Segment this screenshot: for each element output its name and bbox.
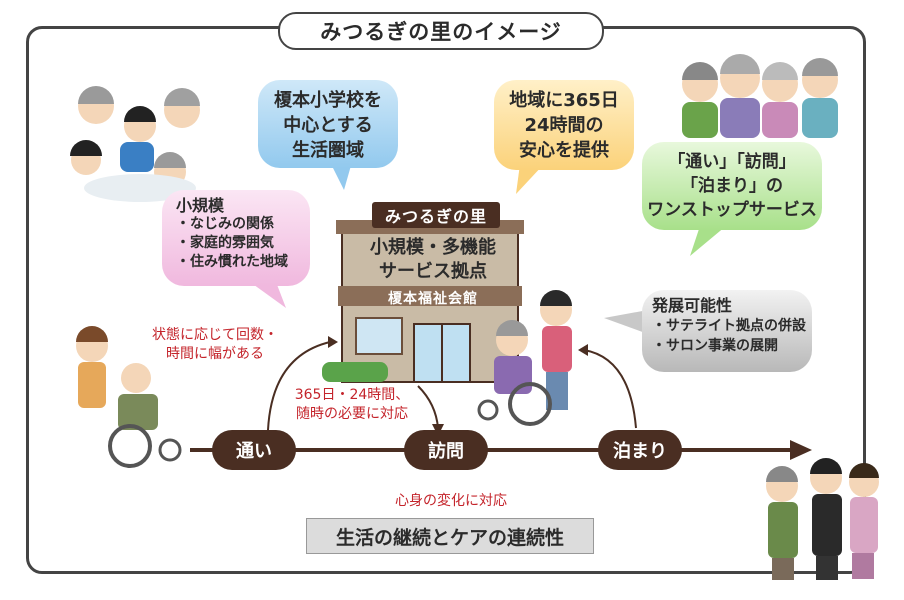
facility-sign: みつるぎの里 xyxy=(372,202,500,228)
bubble-line: 生活圏域 xyxy=(292,140,364,161)
note-line: 時間に幅がある xyxy=(166,346,264,362)
timeline-arrowhead xyxy=(790,440,812,460)
houmon-note: 365日・24時間、 随時の必要に対応 xyxy=(272,386,432,424)
school-area-bubble: 榎本小学校を 中心とする 生活圏域 xyxy=(258,80,398,168)
community-safety-bubble: 地域に365日 24時間の 安心を提供 xyxy=(494,80,634,170)
bubble-line: 中心とする xyxy=(283,115,373,136)
bubble-item: ・家庭的雰囲気 xyxy=(176,235,274,251)
green-bubble-tail xyxy=(690,226,726,256)
seniors-illustration xyxy=(682,54,838,138)
note-line: 365日・24時間、 xyxy=(294,387,410,403)
left-wheelchair-illustration xyxy=(76,326,182,468)
service-tomari: 泊まり xyxy=(598,430,682,470)
development-potential-bubble: 発展可能性 ・サテライト拠点の併設 ・サロン事業の展開 xyxy=(642,290,812,372)
note-line: 状態に応じて回数・ xyxy=(152,327,278,343)
bubble-line: 「泊まり」の xyxy=(681,176,783,196)
bubble-line: 「通い」「訪問」 xyxy=(668,152,796,172)
bubble-line: ワンストップサービス xyxy=(647,200,817,220)
facility-subtitle: 榎本福祉会館 xyxy=(388,291,478,307)
blue-bubble-tail xyxy=(330,162,352,190)
change-note: 心身の変化に対応 xyxy=(395,493,507,509)
note-line: 随時の必要に対応 xyxy=(296,406,408,422)
facility-name: 小規模・多機能 サービス拠点 xyxy=(338,236,528,284)
service-houmon: 訪問 xyxy=(404,430,488,470)
bubble-line: 24時間の xyxy=(524,115,604,136)
bottom-right-family-illustration xyxy=(766,458,879,580)
bubble-item: ・なじみの関係 xyxy=(176,216,274,232)
service-kayoi: 通い xyxy=(212,430,296,470)
center-wheelchair-illustration xyxy=(477,290,572,426)
pink-bubble-tail xyxy=(250,282,286,308)
diagram-title: みつるぎの里のイメージ xyxy=(278,12,604,50)
bubble-heading: 小規模 xyxy=(176,196,225,215)
facility-name-line: サービス拠点 xyxy=(379,261,487,282)
kayoi-note: 状態に応じて回数・ 時間に幅がある xyxy=(130,326,300,364)
small-scale-bubble: 小規模 ・なじみの関係 ・家庭的雰囲気 ・住み慣れた地域 xyxy=(162,190,310,286)
arrow-tomari-up xyxy=(583,349,637,429)
gray-bubble-tail xyxy=(604,310,648,334)
bubble-item: ・住み慣れた地域 xyxy=(176,254,288,270)
bubble-line: 安心を提供 xyxy=(519,140,609,161)
one-stop-service-bubble: 「通い」「訪問」 「泊まり」の ワンストップサービス xyxy=(642,142,822,230)
bubble-item: ・サテライト拠点の併設 xyxy=(652,318,806,334)
orange-bubble-tail xyxy=(516,164,544,194)
bubble-heading: 発展可能性 xyxy=(652,296,733,315)
arrow-kayoi-up xyxy=(267,341,331,431)
facility-name-line: 小規模・多機能 xyxy=(370,237,496,258)
bubble-item: ・サロン事業の展開 xyxy=(652,338,778,354)
continuity-label: 生活の継続とケアの連続性 xyxy=(306,518,594,554)
bubble-line: 地域に365日 xyxy=(509,90,619,111)
bubble-line: 榎本小学校を xyxy=(274,90,382,111)
family-illustration xyxy=(70,86,200,202)
